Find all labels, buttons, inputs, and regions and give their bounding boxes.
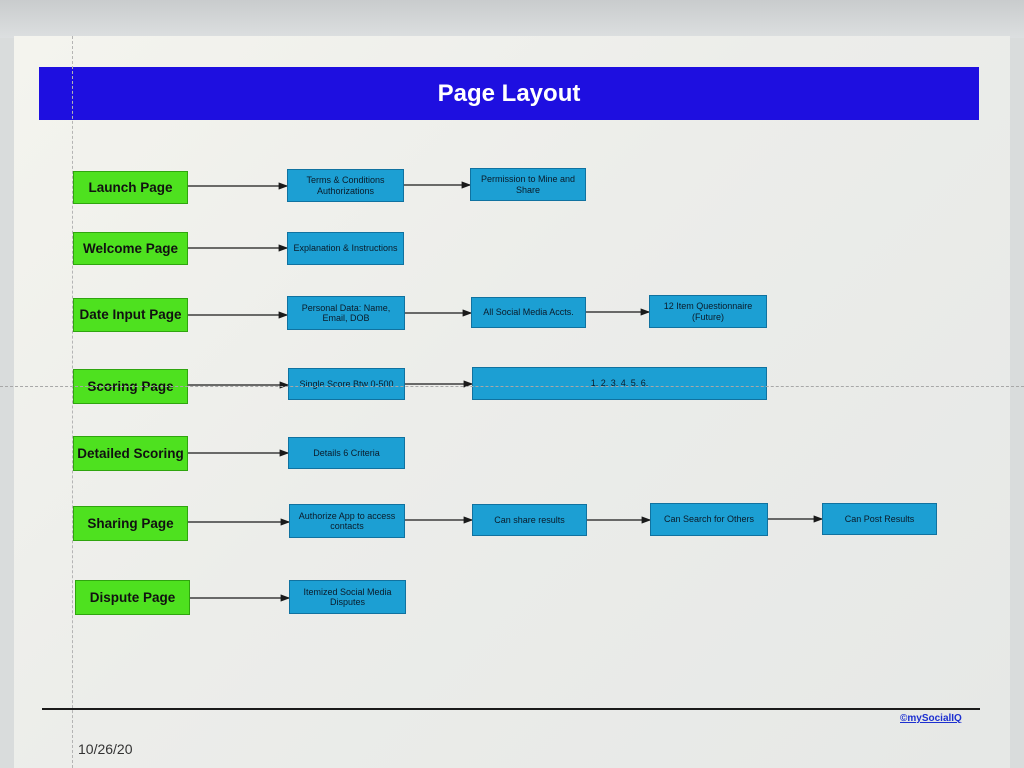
step-box-personal-data: Personal Data: Name, Email, DOB [287,296,405,330]
page-label: Welcome Page [82,240,179,256]
step-label: All Social Media Accts. [483,307,574,318]
step-label: Explanation & Instructions [293,243,398,254]
step-label: Can share results [494,514,565,525]
step-label: Single Score Btw 0-500 [299,378,394,389]
page-label: Date Input Page [79,307,182,323]
step-label: Can Post Results [844,513,915,524]
step-box-share-results: Can share results [472,504,587,536]
step-label: 1. 2. 3. 4. 5. 6. [590,378,649,389]
step-box-criteria-list: 1. 2. 3. 4. 5. 6. [472,367,767,400]
step-label: Authorize App to access contacts [298,510,396,531]
page-label: Launch Page [88,179,173,195]
step-box-post-results: Can Post Results [822,503,937,535]
slide-title-bar: Page Layout [39,67,979,120]
step-label: Permission to Mine and Share [480,174,576,195]
page-box-launch: Launch Page [73,171,188,204]
monitor-bezel [0,0,1024,38]
page-box-date-input: Date Input Page [73,298,188,332]
step-box-permission: Permission to Mine and Share [470,168,586,201]
step-box-itemized-disputes: Itemized Social Media Disputes [289,580,406,614]
step-box-single-score: Single Score Btw 0-500 [288,368,405,400]
copyright-text: ©mySocialIQ [900,713,962,724]
step-label: Personal Data: Name, Email, DOB [301,302,391,323]
page-box-welcome: Welcome Page [73,232,188,265]
page-box-sharing: Sharing Page [73,506,188,541]
slide-title: Page Layout [437,79,581,107]
step-label: Itemized Social Media Disputes [303,586,392,607]
step-box-social-accts: All Social Media Accts. [471,297,586,328]
slide-date: 10/26/20 [78,741,133,757]
page-label: Sharing Page [87,515,174,531]
step-box-authorize-contacts: Authorize App to access contacts [289,504,405,538]
step-label: Details 6 Criteria [313,447,380,458]
footer-divider [42,708,980,710]
page-label: Detailed Scoring [77,445,184,461]
step-box-terms: Terms & Conditions Authorizations [287,169,404,202]
guide-line-horizontal [0,386,1024,387]
guide-line-vertical [72,36,73,768]
page-box-dispute: Dispute Page [75,580,190,615]
step-label: 12 Item Questionnaire (Future) [663,301,753,322]
step-box-details-criteria: Details 6 Criteria [288,437,405,469]
step-label: Terms & Conditions Authorizations [306,175,385,196]
page-box-detailed-scoring: Detailed Scoring [73,436,188,471]
page-label: Dispute Page [89,589,176,605]
step-box-questionnaire: 12 Item Questionnaire (Future) [649,295,767,328]
step-box-search-others: Can Search for Others [650,503,768,536]
step-box-explanation: Explanation & Instructions [287,232,404,265]
step-label: Can Search for Others [663,514,755,525]
